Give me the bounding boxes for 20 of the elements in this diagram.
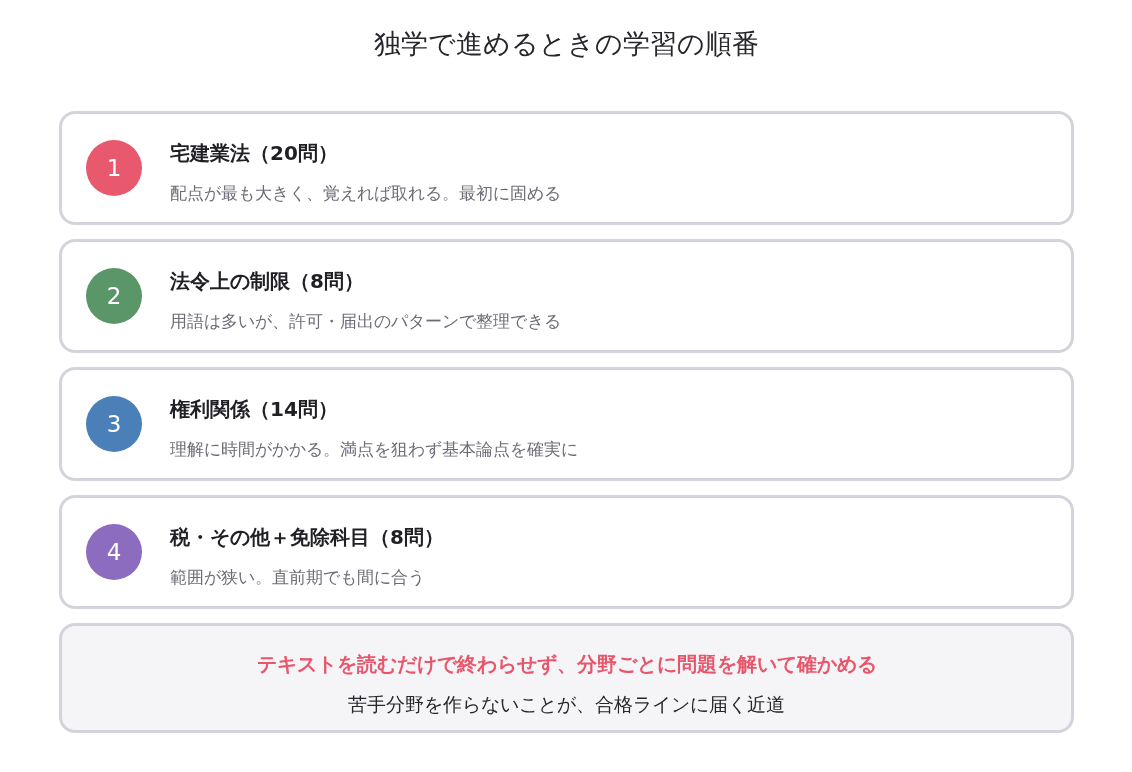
step-heading: 法令上の制限（8問） [170,268,364,295]
number-circle: 4 [86,524,142,580]
step-description: 配点が最も大きく、覚えれば取れる。最初に固める [170,182,561,205]
step-card [59,239,1074,353]
number-circle: 1 [86,140,142,196]
number-circle: 3 [86,396,142,452]
title: 独学で進めるときの学習の順番 [372,27,760,61]
step-card [59,111,1074,225]
step-description: 理解に時間がかかる。満点を狙わず基本論点を確実に [170,438,578,461]
step-description: 用語は多いが、許可・届出のパターンで整理できる [170,310,561,333]
step-heading: 税・その他＋免除科目（8問） [170,524,444,551]
note-emphasis: テキストを読むだけで終わらせず、分野ごとに問題を解いて確かめる [256,651,877,678]
step-card [59,495,1074,609]
step-card [59,367,1074,481]
step-description: 範囲が狭い。直前期でも間に合う [170,566,425,589]
note-box [59,623,1074,733]
note-text: 苦手分野を作らないことが、合格ラインに届く近道 [348,692,785,717]
number-circle: 2 [86,268,142,324]
step-heading: 宅建業法（20問） [170,140,338,167]
step-heading: 権利関係（14問） [170,396,338,423]
